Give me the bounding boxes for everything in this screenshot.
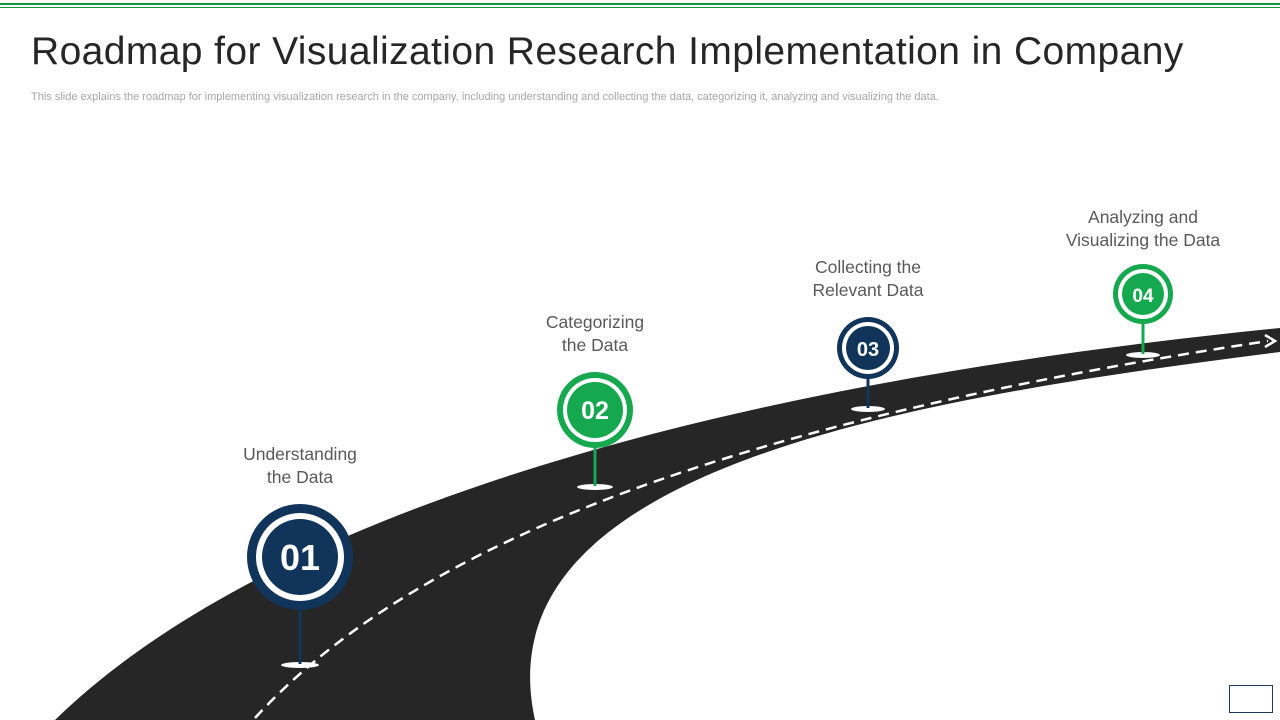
step-label-02: Categorizing the Data <box>495 311 695 357</box>
step-label-04: Analyzing and Visualizing the Data <box>1033 206 1253 252</box>
step-pin-01: 01 <box>247 504 353 668</box>
step-label-line-1: Analyzing and <box>1088 207 1198 227</box>
step-label-line-2: the Data <box>266 467 334 487</box>
pin-base <box>281 662 319 668</box>
top-rule-thick <box>0 3 1280 5</box>
pin-base <box>1126 352 1160 358</box>
step-label-line-2: Relevant Data <box>812 280 924 300</box>
step-number: 03 <box>857 339 879 361</box>
road-arrow-icon <box>1264 333 1278 349</box>
step-label-line-1: Collecting the <box>814 257 922 277</box>
step-number: 04 <box>1132 286 1154 307</box>
slide-title: Roadmap for Visualization Research Imple… <box>31 30 1184 73</box>
pin-disc <box>1122 273 1164 315</box>
top-rule-thin <box>0 7 1280 8</box>
step-label-01: Understanding the Data <box>200 443 400 489</box>
step-pin-04: 04 <box>1113 264 1173 358</box>
road <box>55 328 1280 720</box>
pin-disc <box>846 326 890 370</box>
step-label-line-2: the Data <box>561 335 629 355</box>
corner-placeholder-box <box>1229 685 1273 713</box>
step-label-03: Collecting the Relevant Data <box>768 256 968 302</box>
step-pin-02: 02 <box>557 372 633 490</box>
pin-base <box>851 406 885 412</box>
step-number: 01 <box>280 537 320 578</box>
pin-base <box>577 484 613 490</box>
step-pin-03: 03 <box>837 317 899 412</box>
step-label-line-1: Categorizing <box>545 312 645 332</box>
step-number: 02 <box>581 397 609 425</box>
road-centerline <box>254 339 1269 719</box>
pin-disc <box>567 382 623 438</box>
step-label-line-2: Visualizing the Data <box>1065 230 1221 250</box>
step-label-line-1: Understanding <box>243 444 357 464</box>
slide-subtitle: This slide explains the roadmap for impl… <box>31 91 939 103</box>
pin-disc <box>262 519 338 595</box>
